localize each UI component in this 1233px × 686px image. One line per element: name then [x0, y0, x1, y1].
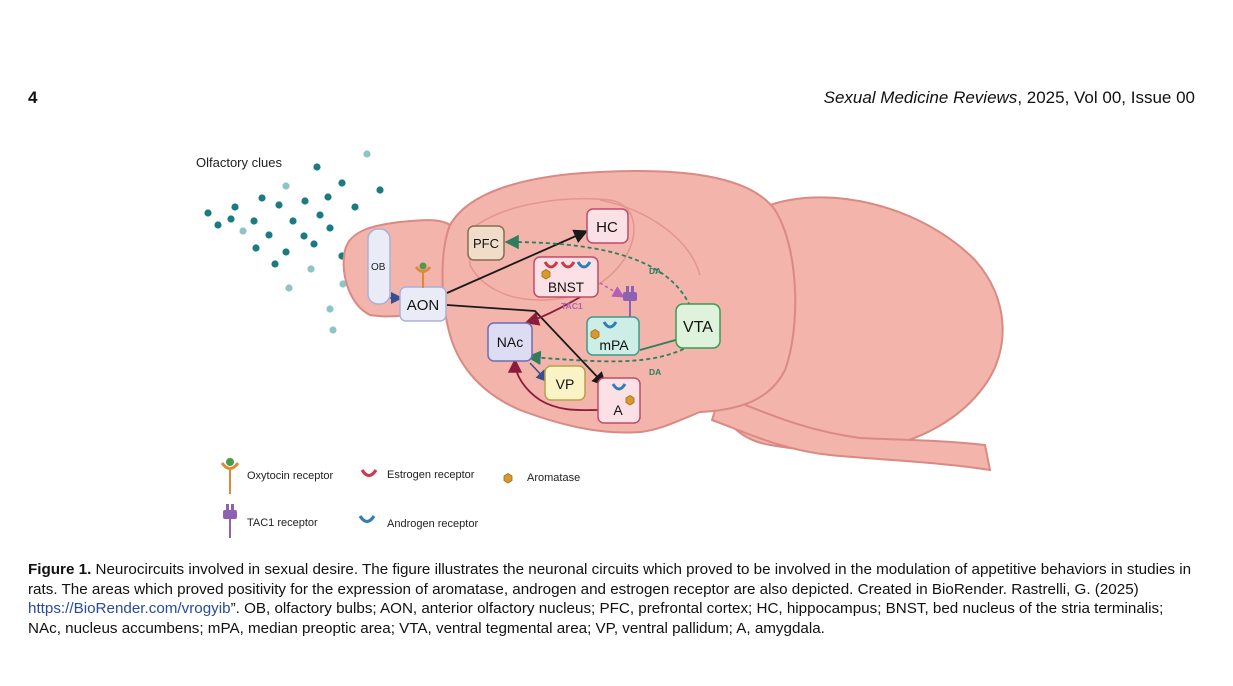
region-vta: VTA	[675, 303, 721, 349]
region-pfc-label: PFC	[473, 236, 499, 251]
legend-aromatase-label: Aromatase	[527, 472, 580, 484]
legend-oxytocin: Oxytocin receptor	[220, 458, 334, 494]
region-mpa-label: mPA	[599, 337, 629, 353]
legend: Oxytocin receptor Estrogen receptor Arom…	[220, 458, 580, 538]
running-head: Sexual Medicine Reviews, 2025, Vol 00, I…	[824, 88, 1195, 108]
olfactory-clues-label: Olfactory clues	[196, 155, 282, 170]
legend-tac1: TAC1 receptor	[223, 504, 318, 538]
region-vta-label: VTA	[683, 319, 713, 336]
caption-text-after-link: ”. OB, olfactory bulbs; AON, anterior ol…	[28, 600, 1164, 637]
region-a-label: A	[613, 402, 623, 418]
region-bnst-label: BNST	[548, 280, 584, 295]
androgen-receptor-icon	[602, 321, 618, 329]
legend-estrogen-label: Estrogen receptor	[387, 469, 475, 481]
region-ob: OB	[367, 228, 391, 305]
odor-dots	[204, 150, 384, 334]
estrogen-receptor-icon	[543, 261, 559, 269]
androgen-receptor-icon	[576, 261, 592, 269]
volume-info: , 2025, Vol 00, Issue 00	[1017, 88, 1195, 107]
legend-aromatase: Aromatase	[503, 472, 580, 484]
androgen-receptor-icon	[611, 383, 627, 391]
legend-tac1-label: TAC1 receptor	[247, 517, 318, 529]
aromatase-icon	[590, 329, 600, 340]
caption-text-before-link: Neurocircuits involved in sexual desire.…	[28, 561, 1192, 598]
biorender-link[interactable]: https://BioRender.com/vrogyib	[28, 600, 231, 617]
aromatase-icon	[625, 395, 635, 406]
legend-androgen: Androgen receptor	[358, 515, 478, 530]
figure-caption: Figure 1. Neurocircuits involved in sexu…	[28, 560, 1198, 638]
aromatase-icon	[541, 269, 551, 280]
region-a: A	[597, 377, 641, 424]
region-vp-label: VP	[556, 376, 575, 392]
legend-oxytocin-label: Oxytocin receptor	[247, 470, 334, 482]
legend-estrogen: Estrogen receptor	[360, 469, 475, 481]
da-lower-label: DA	[649, 367, 661, 377]
tac1-pathway-label: TAC1	[561, 301, 583, 311]
region-hc: HC	[586, 208, 629, 244]
figure-neurocircuits: Olfactory clues	[196, 150, 1004, 538]
region-ob-label: OB	[371, 262, 386, 273]
figure-label: Figure 1.	[28, 561, 92, 578]
region-aon-label: AON	[407, 297, 440, 314]
region-mpa: mPA	[586, 316, 640, 356]
region-nac: NAc	[487, 322, 533, 362]
da-upper-label: DA	[649, 266, 661, 276]
region-vp: VP	[544, 365, 586, 401]
region-nac-label: NAc	[497, 334, 523, 350]
region-pfc: PFC	[467, 225, 505, 261]
region-aon: AON	[399, 286, 447, 322]
region-bnst: BNST	[533, 256, 599, 298]
page-number: 4	[28, 88, 38, 107]
region-hc-label: HC	[596, 219, 618, 236]
tac1-receptor-icon	[623, 286, 637, 317]
legend-androgen-label: Androgen receptor	[387, 518, 478, 530]
journal-title: Sexual Medicine Reviews	[823, 88, 1018, 107]
brain-illustration	[342, 170, 1004, 472]
oxytocin-receptor-icon	[414, 262, 432, 288]
estrogen-receptor-icon	[560, 261, 576, 269]
